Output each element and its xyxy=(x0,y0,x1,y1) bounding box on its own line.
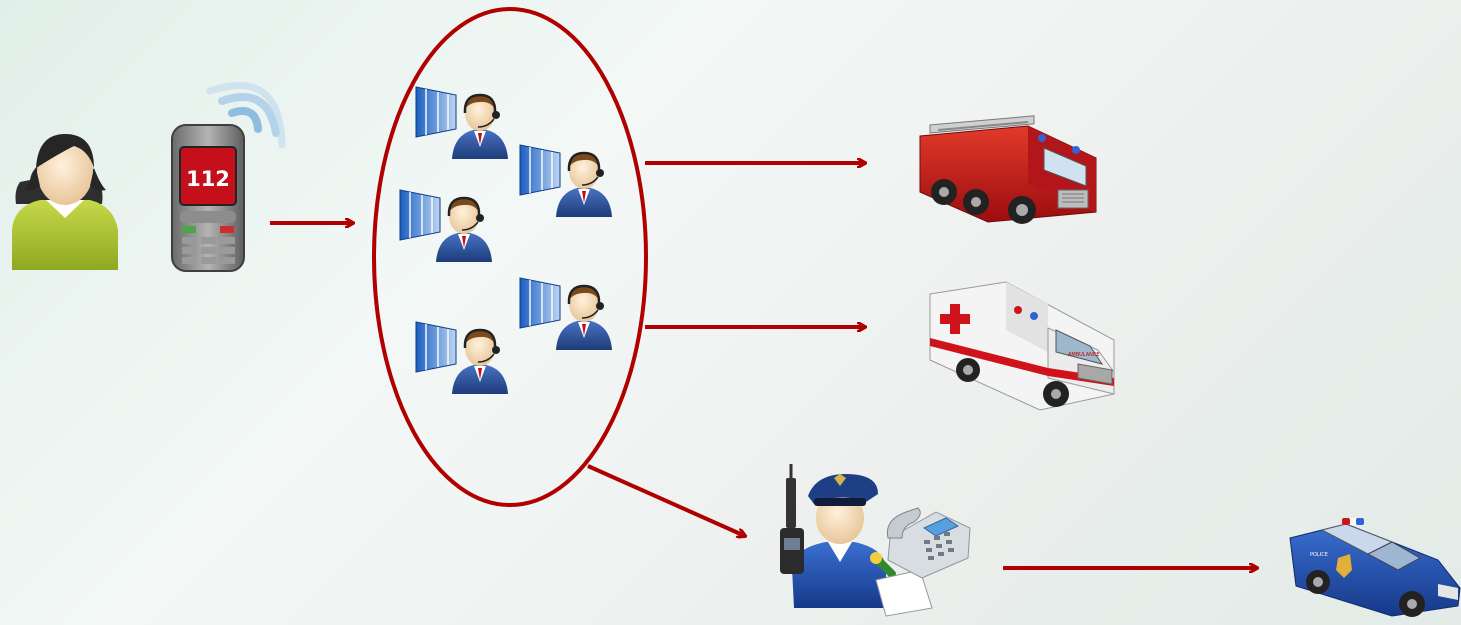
arrow-to-police-dispatcher xyxy=(587,464,745,536)
fire-truck-icon xyxy=(919,115,1097,224)
ambulance-icon: AMBULANCE xyxy=(929,281,1115,411)
ambulance-label: AMBULANCE xyxy=(1068,352,1100,358)
police-car-icon: POLICE xyxy=(1289,518,1461,617)
call-center-operator-icon xyxy=(414,85,510,161)
call-center-operator-icon xyxy=(414,320,510,396)
call-center-operator-icon xyxy=(398,188,494,264)
call-center-operator-icon xyxy=(518,276,614,352)
police-dispatcher-icon xyxy=(780,464,933,617)
emergency-number: 112 xyxy=(186,167,230,191)
police-car-label: POLICE xyxy=(1310,552,1328,558)
mobile-phone-icon: 112 xyxy=(171,81,286,272)
call-center-operator-icon xyxy=(518,143,614,219)
woman-caller-icon xyxy=(12,134,118,270)
telephone-icon xyxy=(886,507,971,579)
call-center-ellipse xyxy=(372,7,648,507)
